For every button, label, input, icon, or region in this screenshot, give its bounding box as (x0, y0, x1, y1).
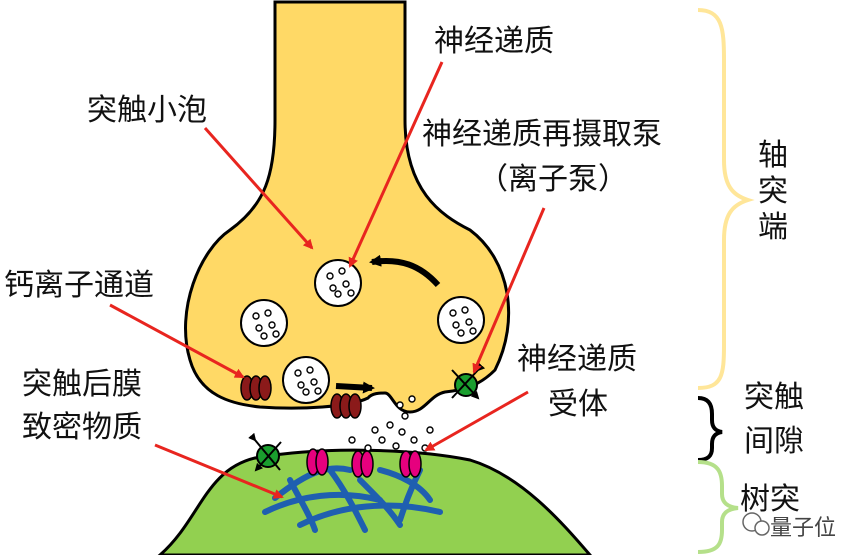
label-axon-terminal: 轴突端 (758, 138, 788, 245)
pointer-arrows (109, 61, 546, 499)
label-calcium-channel: 钙离子通道 (4, 268, 154, 303)
receptors (306, 448, 422, 478)
vesicle-4 (282, 356, 330, 404)
label-reuptake-pump: 神经递质再摄取泵 (422, 117, 662, 152)
release-arrow (335, 381, 375, 394)
watermark-text: 量子位 (770, 516, 837, 541)
label-synaptic-vesicle: 突触小泡 (87, 93, 207, 128)
pump-arrows (248, 362, 486, 472)
label-synaptic-cleft-line2: 间隙 (744, 424, 804, 459)
dendrite-brace (697, 460, 739, 554)
label-psd-line2: 致密物质 (22, 410, 142, 445)
label-neurotransmitter: 神经递质 (434, 24, 554, 59)
label-synaptic-cleft-line1: 突触 (744, 380, 804, 415)
label-dendrite: 树突 (740, 482, 800, 517)
watermark-logo (742, 512, 770, 536)
vesicle-contents (252, 267, 477, 396)
label-receptor-line2: 受体 (548, 387, 608, 422)
label-psd-line1: 突触后膜 (22, 367, 142, 402)
synaptic-cleft-brace (697, 396, 723, 462)
label-receptor-line1: 神经递质 (517, 342, 637, 377)
axon-terminal-brace (697, 8, 755, 390)
released-neurotransmitter (348, 395, 434, 452)
calcium-channels (240, 375, 362, 419)
recycle-arrow (369, 254, 441, 288)
dendrite-body (157, 448, 592, 555)
axon-terminal (184, 0, 511, 414)
vesicle-1 (314, 259, 362, 307)
label-reuptake-pump-sub: （离子泵） (478, 162, 628, 197)
